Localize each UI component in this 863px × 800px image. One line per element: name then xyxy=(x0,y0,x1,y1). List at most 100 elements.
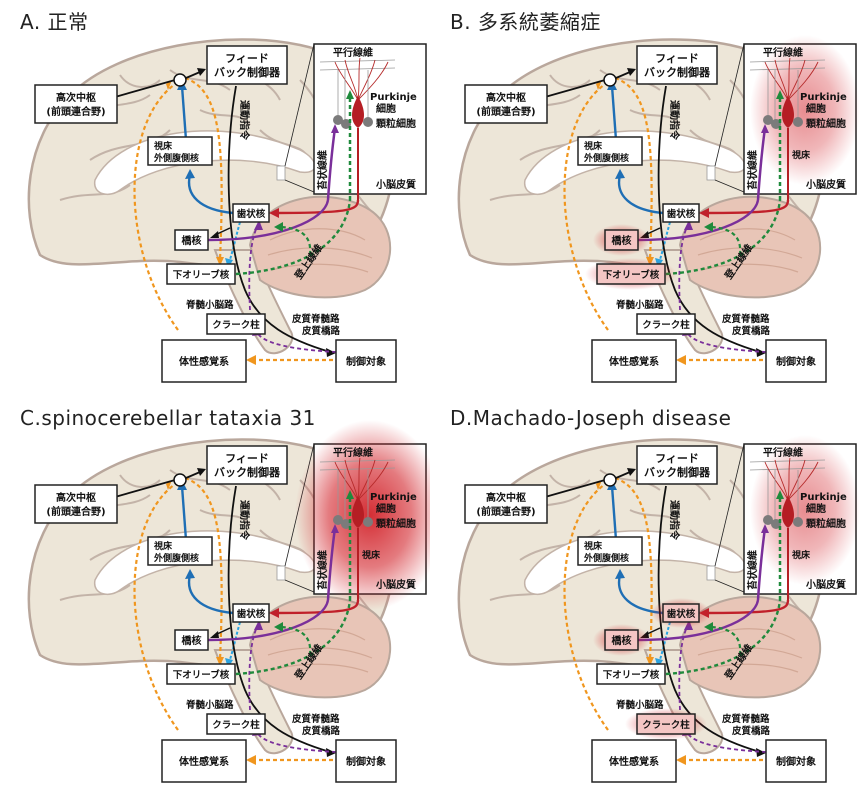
pathways xyxy=(114,68,360,365)
mossy-fiber-arrow xyxy=(756,127,767,201)
inset-pointer-box xyxy=(706,565,716,581)
black-feedback-path xyxy=(185,71,201,79)
clarke-column-box: クラーク柱 xyxy=(636,713,696,735)
arrowhead xyxy=(331,124,339,133)
black-feedback-path xyxy=(615,71,631,79)
corticospinal-tract-label: 皮質脊髄路 xyxy=(721,313,770,325)
svg-text:フィード: フィード xyxy=(655,452,699,465)
arrowhead xyxy=(704,622,713,632)
thalamus-box: 視床 外側腹側核 xyxy=(577,536,643,566)
comparator-node xyxy=(173,73,187,87)
comparator-node xyxy=(173,473,187,487)
thalamus-box: 視床 外側腹側核 xyxy=(577,136,643,166)
dentate-nucleus-box: 歯状核 xyxy=(662,203,700,223)
controlled-object-box: 制御対象 xyxy=(335,339,397,383)
green-climbing-path xyxy=(235,599,352,676)
arrowhead xyxy=(776,490,784,499)
blue-thalamus-path xyxy=(180,85,188,141)
red-purkinje-path xyxy=(704,599,790,615)
pontine-nucleus-box: 橋核 xyxy=(604,229,639,251)
higher-center-box: 高次中枢 (前頭連合野) xyxy=(464,84,548,124)
svg-text:視床: 視床 xyxy=(583,140,603,152)
arrowhead xyxy=(676,755,686,765)
parallel-fibers xyxy=(319,59,396,71)
svg-text:体性感覚系: 体性感覚系 xyxy=(609,355,659,368)
granule-cell-label: 顆粒細胞 xyxy=(376,517,416,530)
granule-cell xyxy=(363,517,373,527)
mossy-fiber-label: 苔状線維 xyxy=(316,550,329,590)
orange-loop-path xyxy=(563,481,609,731)
comparator-node xyxy=(603,473,617,487)
mossy-fiber-label: 苔状線維 xyxy=(746,150,759,190)
svg-text:下オリーブ核: 下オリーブ核 xyxy=(173,269,230,281)
purple-mossy-path xyxy=(207,199,330,242)
thalamus-inset-label: 視床 xyxy=(791,149,811,161)
svg-text:クラーク柱: クラーク柱 xyxy=(642,719,690,731)
orange-dentate-path xyxy=(614,76,653,261)
svg-text:橋核: 橋核 xyxy=(612,634,632,647)
parallel-fiber-label: 平行線維 xyxy=(333,46,373,59)
spinocerebellar-tract-label: 脊髄小脳路 xyxy=(185,699,234,711)
arrowhead xyxy=(197,68,206,76)
granule-cell xyxy=(341,519,351,529)
pontine-nucleus-box: 橋核 xyxy=(604,629,639,651)
feedback-controller-box: フィード バック制御器 xyxy=(206,445,288,485)
arrowhead xyxy=(210,631,219,638)
cerebellum xyxy=(678,195,822,299)
arrowhead xyxy=(269,608,279,618)
parallel-fiber-label: 平行線維 xyxy=(333,446,373,459)
svg-text:フィード: フィード xyxy=(655,52,699,65)
black-motor-path xyxy=(227,485,331,753)
purple-mossy-path xyxy=(637,199,760,242)
green-climbing-path xyxy=(665,199,782,276)
arrowhead xyxy=(676,355,686,365)
purkinje-label: Purkinje xyxy=(800,92,847,103)
cerebellum xyxy=(678,595,822,699)
cerebellum xyxy=(248,595,392,699)
svg-text:外側腹側核: 外側腹側核 xyxy=(153,152,199,164)
panel-title: A. 正常 xyxy=(20,10,89,34)
purkinje-label: Purkinje xyxy=(370,492,417,503)
comparator-node xyxy=(603,73,617,87)
mossy-fiber-label: 苔状線維 xyxy=(316,150,329,190)
arrowhead xyxy=(326,348,336,357)
svg-text:(前頭連合野): (前頭連合野) xyxy=(46,505,105,518)
granule-axons xyxy=(767,470,799,522)
red-purkinje-path xyxy=(704,199,790,215)
svg-text:(前頭連合野): (前頭連合野) xyxy=(46,105,105,118)
svg-text:クラーク柱: クラーク柱 xyxy=(642,319,690,331)
arrowhead xyxy=(704,222,713,232)
arrowhead xyxy=(274,622,283,632)
svg-text:橋核: 橋核 xyxy=(612,234,632,247)
svg-text:下オリーブ核: 下オリーブ核 xyxy=(173,669,230,681)
svg-text:外側腹側核: 外側腹側核 xyxy=(583,552,629,564)
panel-title: C.spinocerebellar tataxia 31 xyxy=(20,406,316,430)
svg-text:高次中枢: 高次中枢 xyxy=(486,491,526,504)
purple-spinal-path xyxy=(255,729,337,753)
arrowhead xyxy=(346,90,354,99)
controlled-object-box: 制御対象 xyxy=(765,339,827,383)
orange-loop-path xyxy=(563,81,609,331)
inset-glow xyxy=(750,435,860,585)
panel-a: 平行線維 Purkinje 細胞 顆粒細胞 苔状線維 小脳皮質 xyxy=(0,0,430,400)
node-boxes: 高次中枢 (前頭連合野) フィード バック制御器 運動指令 視床 外側腹側核 歯… xyxy=(464,45,827,383)
thalamus-inset-label: 視床 xyxy=(791,549,811,561)
higher-center-box: 高次中枢 (前頭連合野) xyxy=(464,484,548,524)
granule-cell-label: 顆粒細胞 xyxy=(806,117,846,130)
svg-text:高次中枢: 高次中枢 xyxy=(486,91,526,104)
purkinje-cell-label: 細胞 xyxy=(806,502,826,515)
motor-command-label: 運動指令 xyxy=(668,100,681,141)
arrowhead xyxy=(615,569,625,579)
cerebellar-cortex-inset: 平行線維 Purkinje 細胞 顆粒細胞 視床 苔状線維 小脳皮質 xyxy=(284,420,430,610)
svg-text:クラーク柱: クラーク柱 xyxy=(212,719,260,731)
svg-text:歯状核: 歯状核 xyxy=(667,608,696,620)
granule-cell xyxy=(333,115,343,125)
inferior-olive-box: 下オリーブ核 xyxy=(596,263,666,285)
inset-pointer-box xyxy=(276,565,286,581)
controlled-object-box: 制御対象 xyxy=(765,739,827,783)
cerebellum xyxy=(248,195,392,299)
arrowhead xyxy=(627,468,636,476)
black-feedback-path xyxy=(615,471,631,479)
purkinje-cell-label: 細胞 xyxy=(376,502,396,515)
higher-center-box: 高次中枢 (前頭連合野) xyxy=(34,84,118,124)
